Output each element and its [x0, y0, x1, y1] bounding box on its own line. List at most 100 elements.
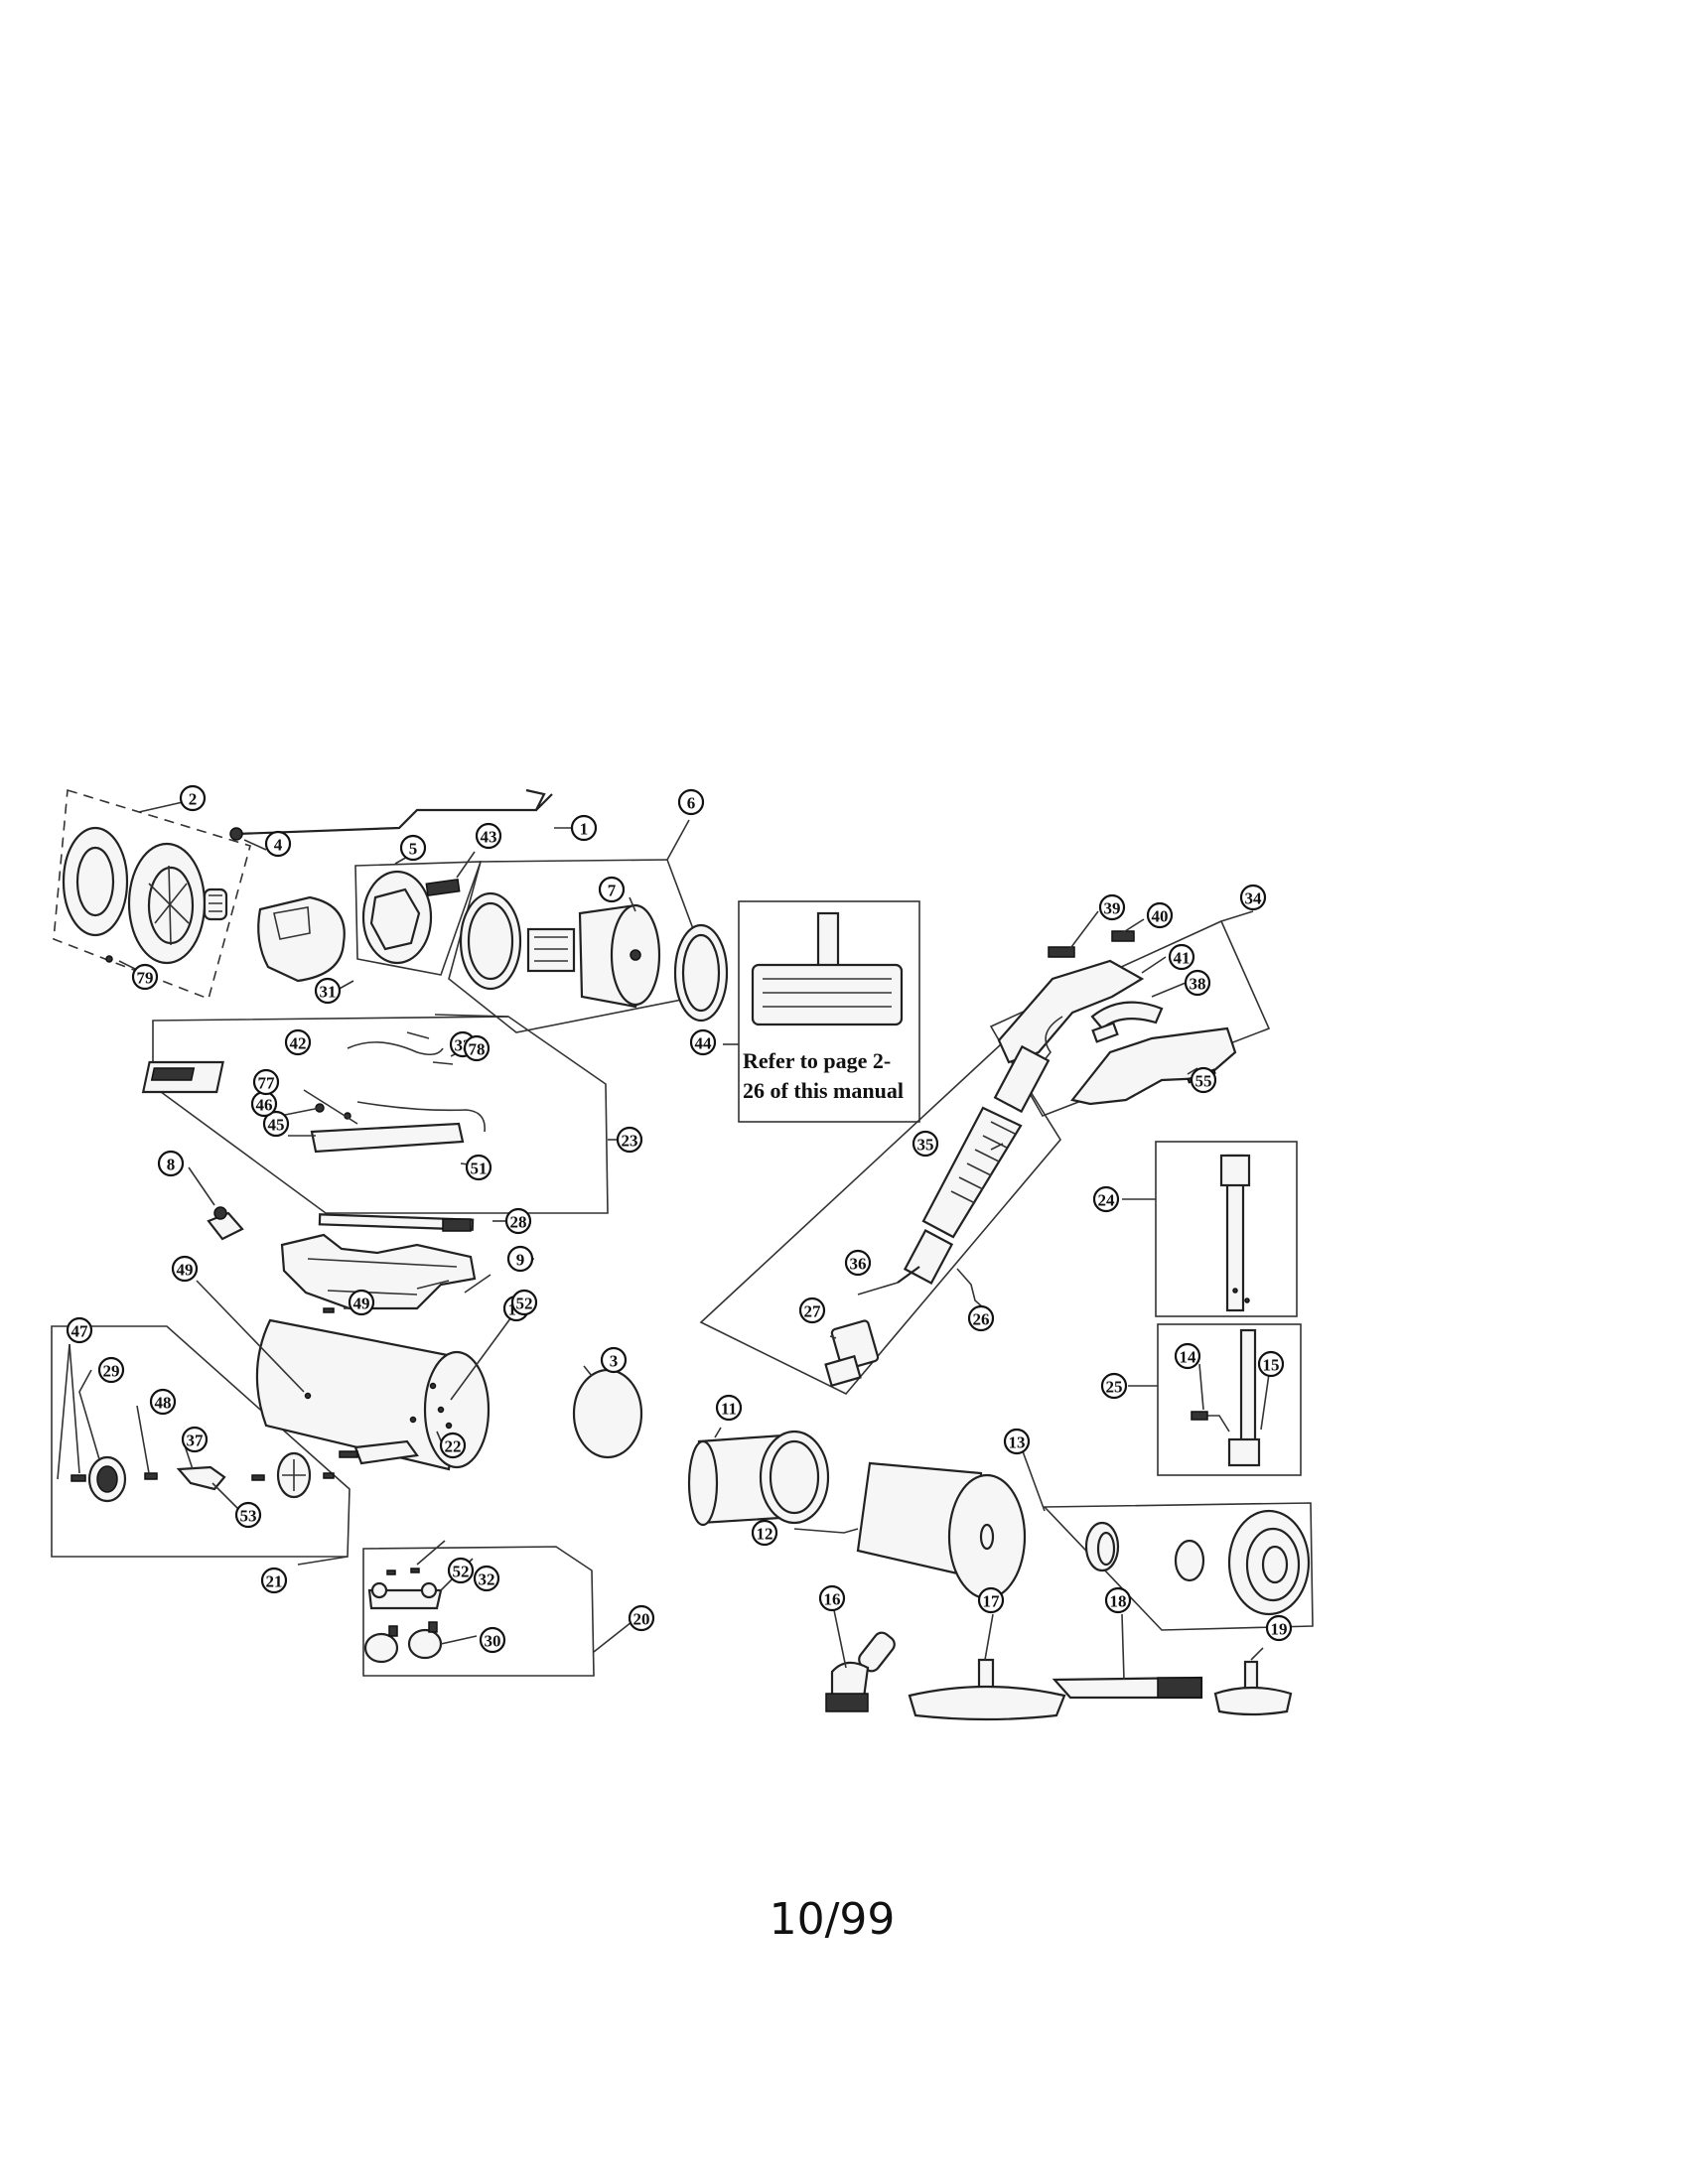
callout-circle	[157, 1150, 185, 1177]
callout-number: 37	[187, 1432, 205, 1450]
wand-24-dot-b	[1244, 1297, 1250, 1303]
callout-circle	[1003, 1428, 1031, 1455]
callout-circle	[751, 1519, 778, 1547]
callout-circle	[1100, 1372, 1128, 1400]
callout-circle	[1146, 901, 1174, 929]
callout-14: 14	[1174, 1342, 1201, 1370]
hose-cuff-lower	[903, 1229, 954, 1285]
callout-number: 21	[266, 1572, 283, 1591]
latch-22	[353, 1439, 419, 1465]
callout-number: 55	[1195, 1072, 1212, 1091]
motor-7-shaft	[630, 949, 641, 961]
callout-number: 42	[290, 1034, 307, 1053]
canister-dot-c	[437, 1406, 445, 1414]
callout-number: 11	[721, 1400, 737, 1419]
chassis-9-inner	[307, 1258, 458, 1296]
bag-12-collar	[947, 1473, 1027, 1600]
callout-3: 3	[600, 1346, 628, 1374]
callout-number: 52	[516, 1295, 533, 1313]
callout-circle	[1257, 1350, 1285, 1378]
ring-left	[459, 891, 522, 991]
rod-28	[318, 1213, 475, 1231]
callout-number: 24	[1098, 1191, 1116, 1210]
callout-78: 78	[463, 1034, 491, 1062]
callout-40: 40	[1146, 901, 1174, 929]
callout-circle	[628, 1604, 655, 1632]
motor-brush-block	[526, 927, 576, 973]
latch-22-pin	[339, 1450, 358, 1458]
callout-43: 43	[475, 822, 502, 850]
filter-11-ring	[759, 1430, 830, 1525]
callout-8: 8	[157, 1150, 185, 1177]
callout-38: 38	[1184, 969, 1211, 997]
callout-number: 4	[274, 836, 283, 855]
callout-number: 27	[804, 1302, 822, 1321]
callout-42: 42	[284, 1028, 312, 1056]
handle-38	[1090, 1001, 1164, 1030]
callout-circle	[600, 1346, 628, 1374]
callout-26: 26	[967, 1304, 995, 1332]
callout-circle	[264, 830, 292, 858]
callout-circle	[1265, 1614, 1293, 1642]
clip-52c	[410, 1568, 420, 1573]
callout-circle	[1092, 1185, 1120, 1213]
coupling-c-inner	[1245, 1527, 1301, 1602]
callout-circle	[818, 1584, 846, 1612]
switch-39	[1048, 946, 1075, 958]
assembly-box-20	[362, 1546, 595, 1677]
callout-35: 35	[912, 1130, 939, 1158]
callout-circle	[181, 1426, 209, 1453]
caster-plate-knob-b	[420, 1581, 438, 1599]
callout-circle	[284, 1028, 312, 1056]
note-line-2: 26 of this manual	[743, 1078, 904, 1103]
rod-28-end	[442, 1218, 472, 1232]
callout-number: 22	[445, 1437, 462, 1456]
callout-circle	[439, 1432, 467, 1459]
bracket-8-knob	[213, 1206, 227, 1220]
callout-circle	[179, 784, 207, 812]
callout-number: 20	[633, 1610, 650, 1629]
front-cap-inner	[75, 846, 115, 917]
callout-number: 23	[622, 1132, 638, 1151]
callout-number: 77	[258, 1074, 276, 1093]
callout-circle	[1184, 969, 1211, 997]
power-nozzle-body	[751, 963, 904, 1026]
callout-7: 7	[598, 876, 626, 903]
handle-wire	[1042, 1016, 1063, 1063]
front-nut	[203, 887, 228, 921]
canister-dot-a	[304, 1392, 312, 1400]
callout-number: 26	[973, 1310, 990, 1329]
canister-dot-b	[429, 1382, 437, 1390]
callout-circle	[1174, 1342, 1201, 1370]
callout-number: 48	[155, 1394, 172, 1413]
callout-number: 40	[1152, 907, 1169, 926]
callout-number: 38	[1190, 975, 1206, 994]
callout-37: 37	[181, 1426, 209, 1453]
callout-circle	[234, 1501, 262, 1529]
callout-12: 12	[751, 1519, 778, 1547]
filter-disc-3	[572, 1368, 643, 1459]
swivel-27-base	[824, 1354, 862, 1388]
callout-31: 31	[314, 977, 342, 1005]
callout-number: 6	[687, 794, 696, 813]
bag-12-hole	[979, 1523, 995, 1551]
wand-25-foot	[1227, 1437, 1261, 1467]
callout-circle	[689, 1028, 717, 1056]
callout-circle	[473, 1565, 500, 1592]
callout-55: 55	[1190, 1066, 1217, 1094]
callout-19: 19	[1265, 1614, 1293, 1642]
callout-number: 9	[516, 1251, 525, 1270]
motor-cover	[257, 895, 346, 983]
callout-16: 16	[818, 1584, 846, 1612]
callout-number: 7	[608, 882, 617, 900]
canister-end-cap	[423, 1350, 491, 1469]
clip-49	[323, 1307, 335, 1313]
callout-11: 11	[715, 1394, 743, 1422]
callout-layer: 1234567891011121314151617181920212223242…	[66, 784, 1293, 1654]
callout-2: 2	[179, 784, 207, 812]
floor-tool-head	[908, 1685, 1066, 1721]
pin-36	[897, 1266, 920, 1284]
callout-49: 49	[171, 1255, 199, 1283]
coupling-b	[1174, 1539, 1205, 1582]
